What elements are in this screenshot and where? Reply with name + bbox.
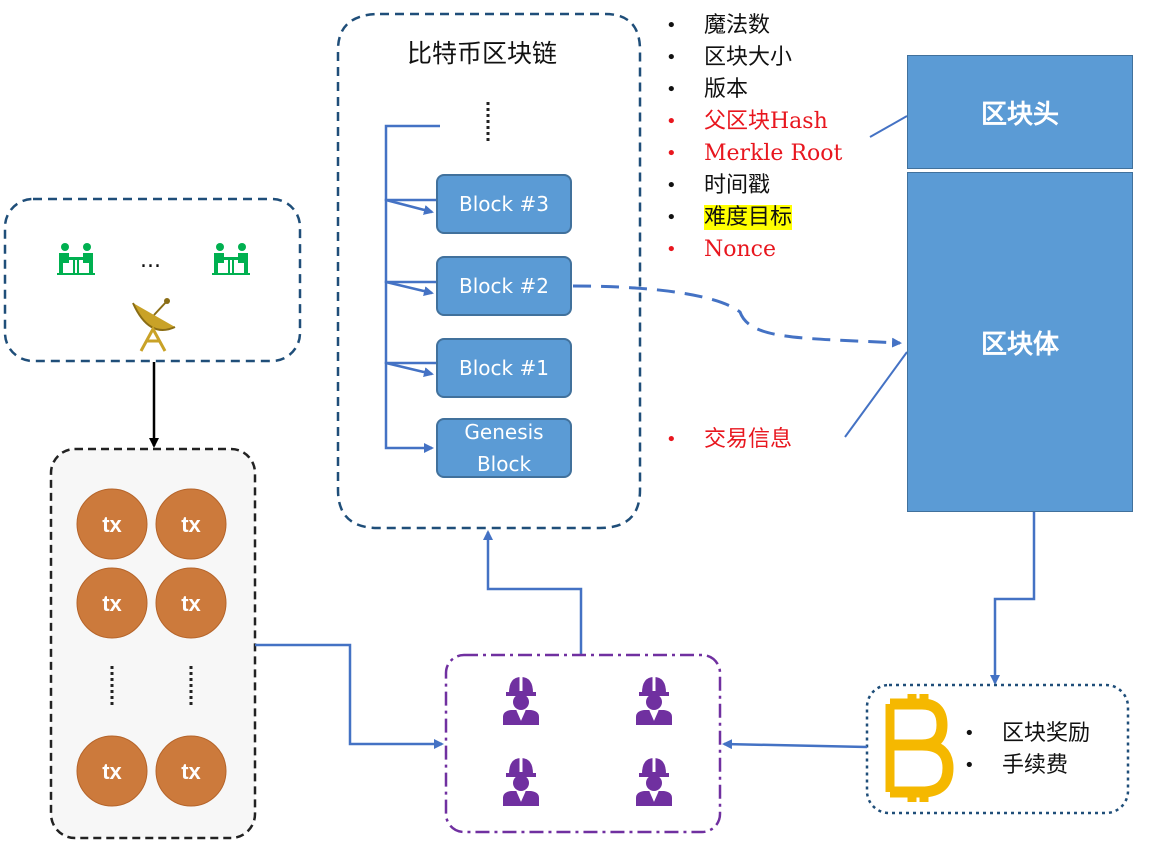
genesis-label-line1: Genesis [464, 420, 544, 444]
body-to-reward-arrow [990, 512, 1036, 685]
reward-to-miners-arrow [722, 739, 868, 750]
tx-label: tx [102, 759, 122, 784]
header-field: •版本 [666, 77, 749, 102]
miner-icon [502, 757, 540, 807]
body-field-connector [844, 351, 908, 438]
body-field: •交易信息 [666, 427, 793, 452]
chain-links [384, 124, 440, 453]
network-box [3, 197, 302, 363]
tx-circle [155, 488, 227, 560]
tx-circle [76, 567, 148, 639]
miner-icon [502, 676, 540, 726]
genesis-block: Genesis Block [436, 418, 572, 478]
bitcoin-icon [885, 694, 954, 802]
tx-circle [155, 735, 227, 807]
header-fields-connector [869, 115, 908, 138]
reward-item: •手续费 [964, 753, 1069, 778]
chain-title: 比特币区块链 [406, 39, 557, 68]
header-field: •魔法数 [666, 13, 771, 38]
network-ellipsis: ... [140, 248, 161, 273]
meeting-node-icon [212, 243, 250, 275]
block-1: Block #1 [436, 338, 572, 398]
meeting-node-icon [57, 243, 95, 275]
miner-icon [635, 757, 673, 807]
tx-label: tx [181, 512, 201, 537]
reward-box [865, 683, 1130, 815]
header-field: •Merkle Root [666, 141, 843, 166]
miners-to-chain-arrow [483, 530, 583, 655]
tx-label: tx [102, 512, 122, 537]
reward-list: •区块奖励 •手续费 [962, 718, 1090, 782]
genesis-label-line2: Block [476, 452, 532, 476]
satellite-dish-icon [132, 298, 176, 352]
miners-box [444, 653, 722, 834]
blockchain-box [336, 12, 642, 530]
block-3: Block #3 [436, 174, 572, 234]
header-field: •Nonce [666, 237, 777, 262]
block-2: Block #2 [436, 256, 572, 316]
tx-circle [155, 567, 227, 639]
tx-label: tx [102, 591, 122, 616]
header-field-list: •魔法数 •区块大小 •版本 •父区块Hash •Merkle Root •时间… [664, 10, 842, 266]
tx-circle [76, 488, 148, 560]
header-field: •区块大小 [666, 45, 793, 70]
tx-label: tx [181, 759, 201, 784]
header-field: •父区块Hash [666, 109, 828, 134]
tx-circle [76, 735, 148, 807]
block-to-body-connector [572, 284, 902, 348]
block-body-box: 区块体 [907, 172, 1133, 512]
pool-to-miners-arrow [255, 643, 444, 749]
header-field: •时间戳 [666, 173, 771, 198]
reward-item: •区块奖励 [964, 721, 1091, 746]
tx-circles: tx tx tx tx tx tx [76, 488, 227, 807]
miner-icon [635, 676, 673, 726]
block-header-box: 区块头 [907, 55, 1133, 169]
header-field: •难度目标 [666, 205, 793, 230]
tx-label: tx [181, 591, 201, 616]
